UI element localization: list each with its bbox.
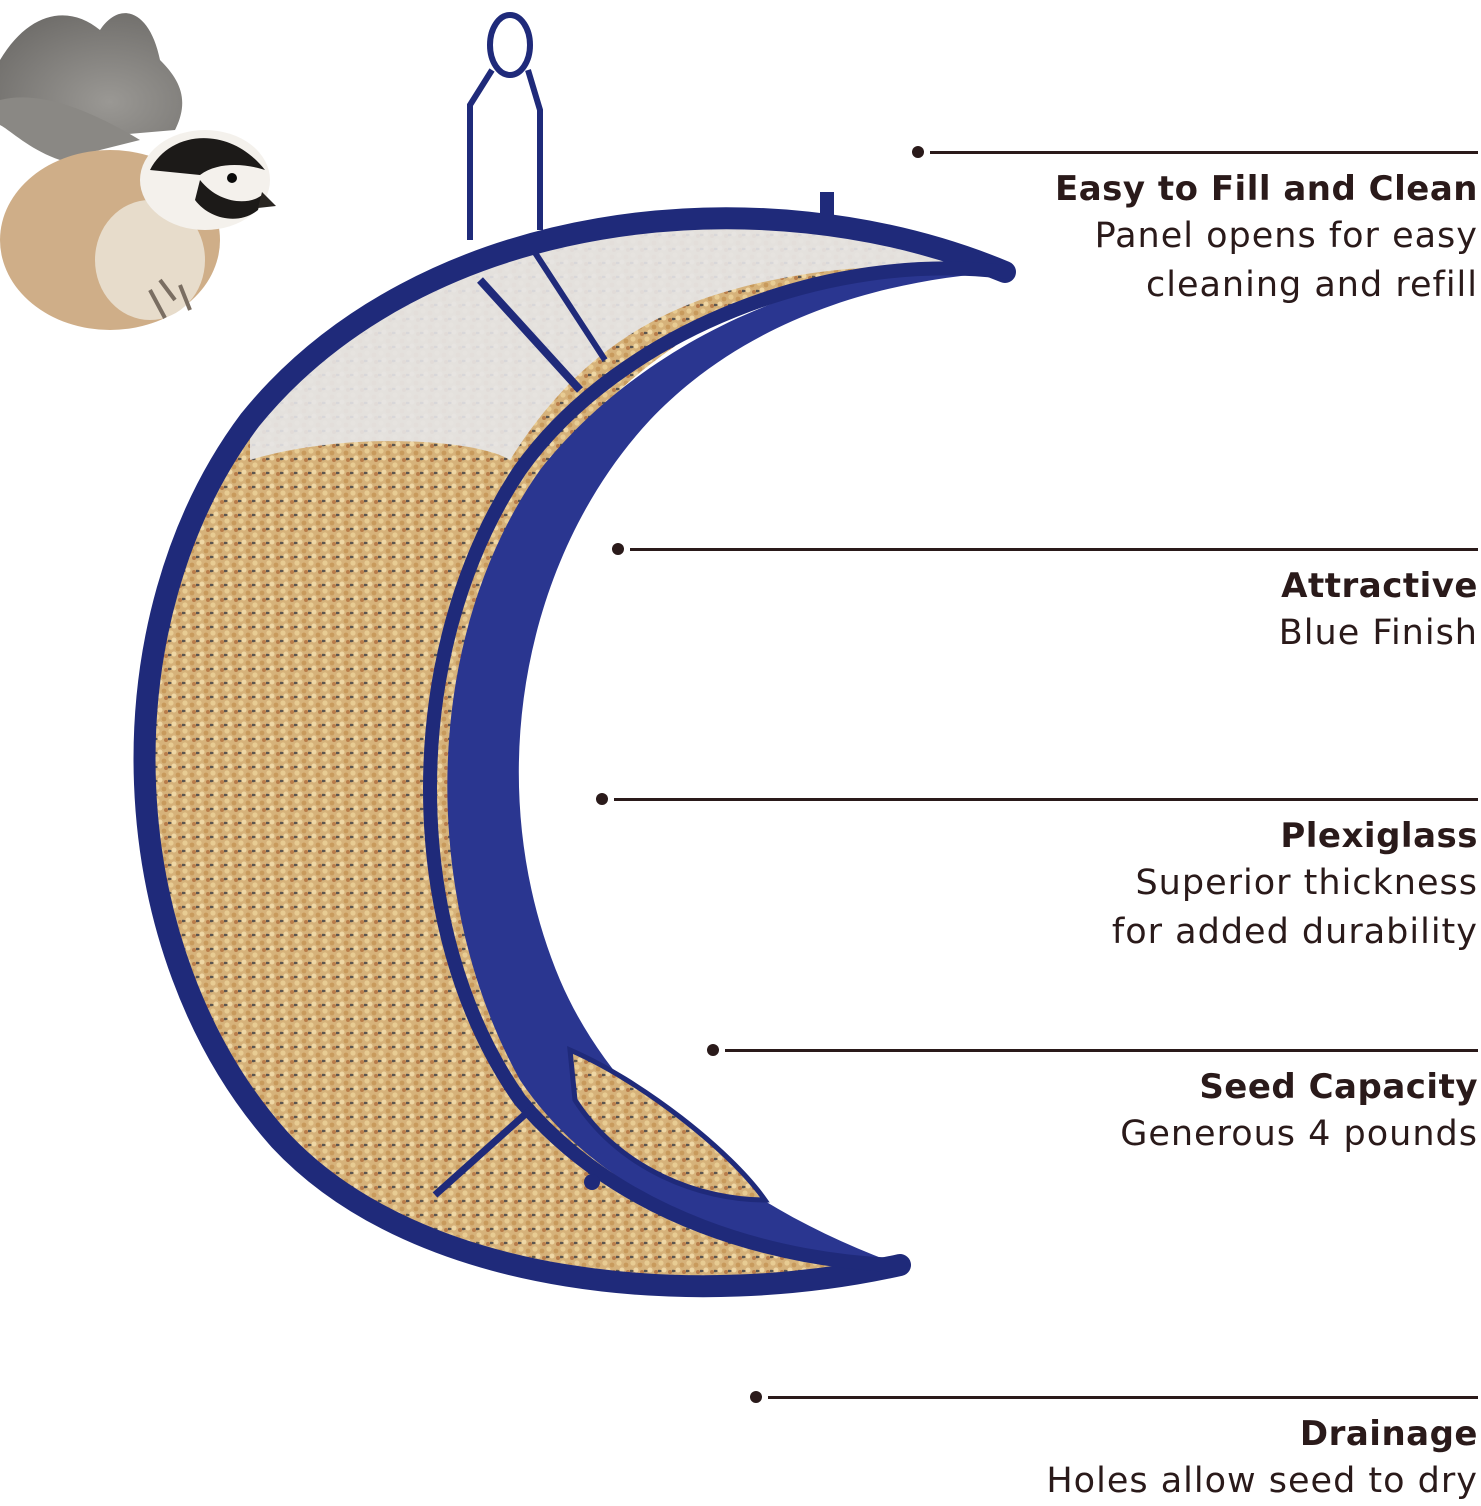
callout-line — [930, 151, 1478, 154]
callout-dot — [750, 1391, 762, 1403]
feature-fill-clean: Easy to Fill and Clean Panel opens for e… — [912, 146, 1478, 310]
feature-description: Panel opens for easy — [1094, 216, 1478, 256]
feature-description: Superior thickness — [1135, 863, 1478, 903]
callout-dot — [707, 1044, 719, 1056]
feature-title: Plexiglass — [1280, 816, 1478, 856]
feature-seed-capacity: Seed Capacity Generous 4 pounds — [707, 1044, 1478, 1159]
moon-feeder-icon — [133, 192, 1016, 1298]
feature-description: Generous 4 pounds — [1120, 1114, 1478, 1154]
callout-line — [768, 1396, 1478, 1399]
feature-description: for added durability — [1111, 912, 1478, 952]
callout-line — [725, 1049, 1478, 1052]
callout-dot — [912, 146, 924, 158]
feature-description: Blue Finish — [1278, 613, 1478, 653]
feature-title: Attractive — [1281, 566, 1478, 606]
hanger-icon — [467, 12, 543, 240]
feature-plexiglass: Plexiglass Superior thickness for added … — [596, 793, 1478, 957]
callout-dot — [612, 543, 624, 555]
feature-attractive: Attractive Blue Finish — [612, 543, 1478, 658]
callout-line — [614, 798, 1478, 801]
chickadee-bird-icon — [0, 13, 276, 330]
feature-title: Drainage — [1299, 1414, 1478, 1454]
callout-line — [630, 548, 1478, 551]
feature-drainage: Drainage Holes allow seed to dry — [750, 1391, 1478, 1506]
feature-description: Holes allow seed to dry — [1046, 1461, 1478, 1501]
callout-dot — [596, 793, 608, 805]
feature-description: cleaning and refill — [1145, 265, 1478, 305]
feature-title: Seed Capacity — [1199, 1067, 1478, 1107]
feature-title: Easy to Fill and Clean — [1054, 169, 1478, 209]
